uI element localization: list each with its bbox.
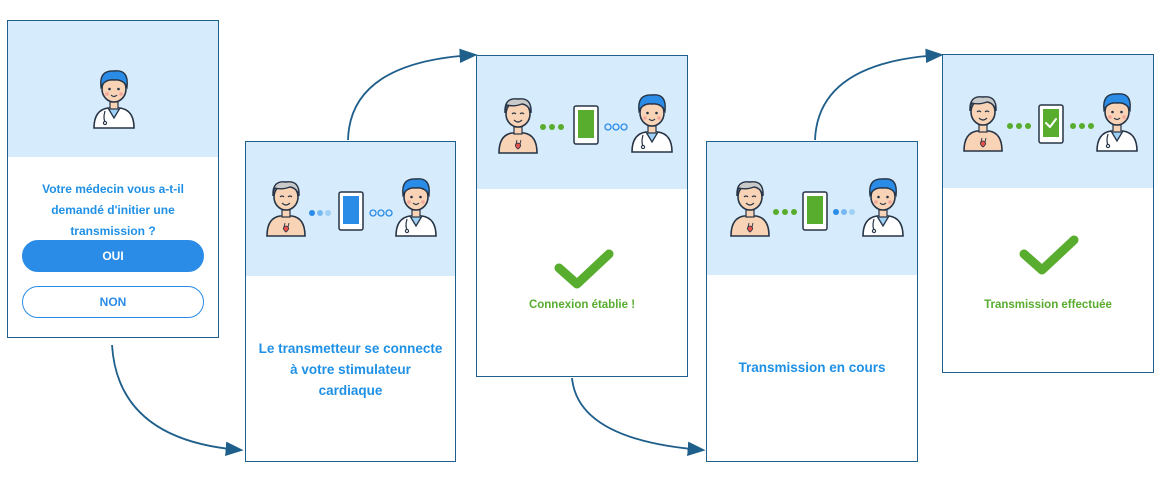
step5-illustration — [943, 55, 1153, 188]
step3-message: Connexion établie ! — [528, 299, 636, 311]
connection-dot — [309, 210, 315, 216]
connection-dot — [377, 209, 385, 217]
patient-icon — [266, 180, 306, 237]
doctor-icon — [1096, 93, 1138, 152]
connection-dot — [549, 124, 555, 130]
connection-dot — [773, 209, 779, 215]
patient-icon — [963, 95, 1003, 152]
connection-dot — [1025, 123, 1031, 129]
connection-dot — [791, 209, 797, 215]
connection-dot — [849, 209, 855, 215]
step1-question: Votre médecin vous a-t-il demandé d'init… — [42, 182, 184, 238]
connection-dot — [1016, 123, 1022, 129]
no-button[interactable]: NON — [22, 286, 204, 318]
transmitter-icon — [1038, 104, 1064, 144]
connection-dot — [1007, 123, 1013, 129]
doctor-icon — [631, 94, 673, 153]
step4-card: Transmission en cours — [706, 141, 918, 462]
transmitter-icon — [338, 191, 364, 231]
step2-illustration — [246, 142, 455, 276]
step2-card: Le transmetteur se connecte à votre stim… — [245, 141, 456, 462]
checkmark-icon — [554, 249, 614, 289]
transmitter-icon — [802, 191, 828, 231]
patient-icon — [498, 97, 538, 154]
patient-icon — [730, 180, 770, 237]
step3-illustration — [477, 56, 687, 189]
connection-dot — [833, 209, 839, 215]
connection-dot — [558, 124, 564, 130]
step3-card: Connexion établie ! — [476, 55, 688, 377]
step1-illustration — [8, 21, 218, 157]
arrow-step2-to-step3 — [347, 48, 478, 141]
connection-dot — [1088, 123, 1094, 129]
step5-message: Transmission effectuée — [984, 299, 1112, 311]
connection-dot — [604, 123, 612, 131]
step2-message: Le transmetteur se connecte à votre stim… — [258, 341, 443, 398]
connection-dot — [1079, 123, 1085, 129]
doctor-icon — [395, 178, 437, 237]
step4-message: Transmission en cours — [738, 360, 886, 375]
yes-button[interactable]: OUI — [22, 240, 204, 272]
step1-card: Votre médecin vous a-t-il demandé d'init… — [7, 20, 219, 338]
arrow-step4-to-step5 — [814, 48, 944, 141]
connection-dot — [612, 123, 620, 131]
connection-dot — [385, 209, 393, 217]
connection-dot — [540, 124, 546, 130]
connection-dot — [325, 210, 331, 216]
transmitter-icon — [573, 105, 599, 145]
checkmark-icon — [1019, 235, 1079, 275]
step4-illustration — [707, 142, 917, 275]
connection-dot — [369, 209, 377, 217]
connection-dot — [841, 209, 847, 215]
doctor-icon — [93, 70, 135, 129]
connection-dot — [1070, 123, 1076, 129]
connection-dot — [620, 123, 628, 131]
doctor-icon — [862, 178, 904, 237]
connection-dot — [317, 210, 323, 216]
arrow-step1-to-step2 — [111, 344, 244, 456]
connection-dot — [782, 209, 788, 215]
arrow-step3-to-step4 — [571, 377, 706, 457]
step5-card: Transmission effectuée — [942, 54, 1154, 373]
